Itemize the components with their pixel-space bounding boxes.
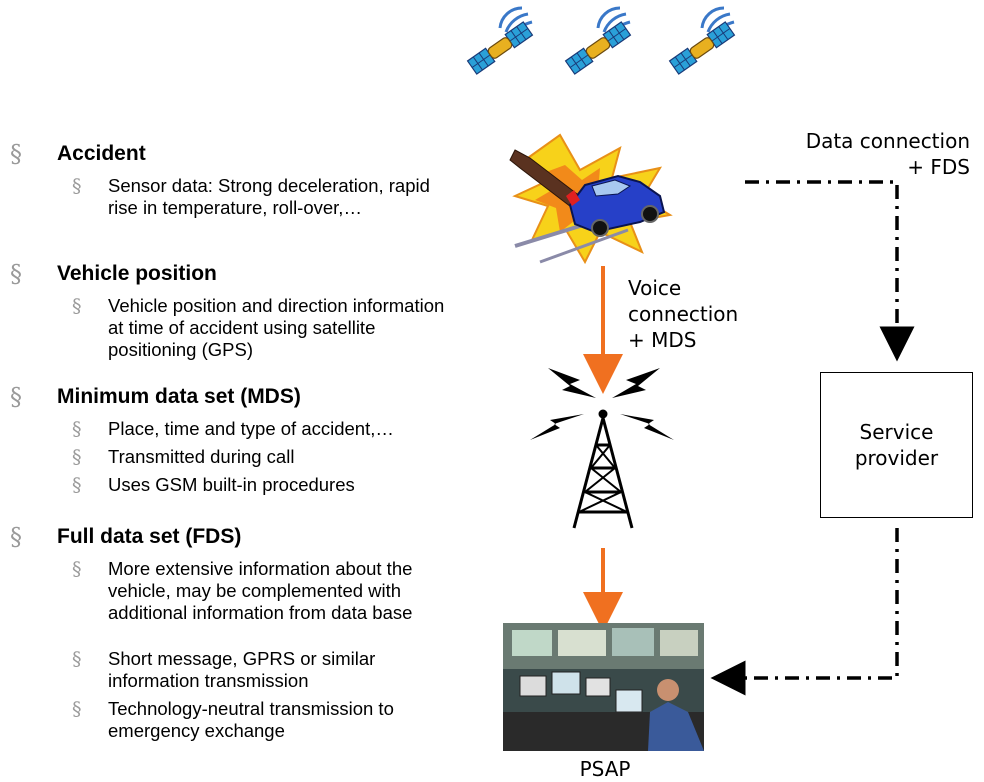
- sub-bullet-icon: §: [72, 648, 82, 670]
- service-label-line1: Service: [859, 420, 934, 444]
- radio-tower-icon: [530, 368, 674, 529]
- sub-bullet-icon: §: [72, 418, 82, 440]
- vehicle-position-item: Vehicle position and direction informati…: [108, 295, 445, 360]
- voice-label-line3: + MDS: [628, 328, 697, 352]
- voice-label-line2: connection: [628, 302, 739, 326]
- psap-label: PSAP: [579, 757, 631, 781]
- mds-item: Transmitted during call: [108, 446, 295, 467]
- sub-bullet-icon: §: [72, 295, 82, 317]
- service-provider-label: Service provider: [855, 419, 938, 471]
- accident-item: Sensor data: Strong deceleration, rapid …: [108, 175, 430, 218]
- sub-bullet-icon: §: [72, 175, 82, 197]
- heading-fds: Full data set (FDS): [57, 525, 242, 548]
- fds-item: More extensive information about the veh…: [108, 558, 413, 623]
- sub-bullet-icon: §: [72, 698, 82, 720]
- service-provider-box: Service provider: [820, 372, 973, 518]
- bullet-icon: §: [10, 383, 22, 411]
- fds-item: Technology-neutral transmission to emerg…: [108, 698, 394, 741]
- bullet-icon: §: [10, 140, 22, 168]
- heading-mds: Minimum data set (MDS): [57, 385, 301, 408]
- mds-item: Uses GSM built-in procedures: [108, 474, 355, 495]
- data-connection-label: Data connection + FDS: [790, 128, 970, 180]
- voice-connection-label: Voice connection + MDS: [628, 275, 738, 353]
- satellite-icon: [564, 6, 632, 76]
- data-connection-line: [710, 180, 915, 696]
- sub-bullet-icon: §: [72, 474, 82, 496]
- car-crash-icon: [509, 133, 673, 265]
- heading-accident: Accident: [57, 142, 146, 165]
- data-connection-label-line2: + FDS: [907, 155, 970, 179]
- voice-label-line1: Voice: [628, 276, 682, 300]
- data-connection-label-line1: Data connection: [805, 129, 970, 153]
- psap-control-room-image: [503, 623, 704, 751]
- satellite-icon: [668, 6, 736, 76]
- sub-bullet-icon: §: [72, 446, 82, 468]
- sub-bullet-icon: §: [72, 558, 82, 580]
- heading-vehicle-position: Vehicle position: [57, 262, 217, 285]
- fds-item: Short message, GPRS or similar informati…: [108, 648, 376, 691]
- mds-item: Place, time and type of accident,…: [108, 418, 394, 439]
- service-label-line2: provider: [854, 446, 939, 470]
- bullet-icon: §: [10, 260, 22, 288]
- satellite-icon: [466, 6, 534, 76]
- bullet-icon: §: [10, 523, 22, 551]
